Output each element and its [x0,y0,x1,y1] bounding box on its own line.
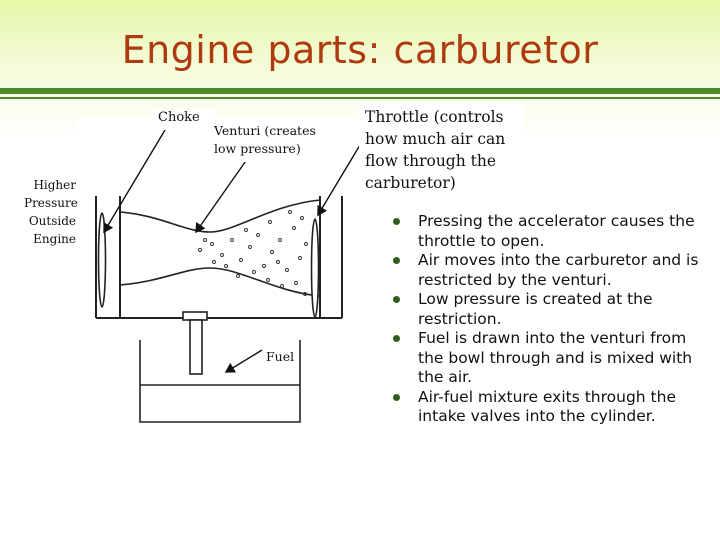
fuel-leader [224,349,263,373]
venturi-label: Venturi (creates low pressure) [210,118,328,162]
throttle-plate [310,218,320,318]
bullet-dot-icon [393,257,400,264]
choke-label: Choke [152,110,214,130]
bullet-text: Air-fuel mixture exits through the intak… [418,387,676,426]
bullet-dot-icon [393,296,400,303]
bullet-item: Pressing the accelerator causes the thro… [393,212,713,251]
bullet-text: Low pressure is created at the restricti… [418,290,653,328]
venturi-top-contour [119,199,321,233]
choke-plate [97,212,107,308]
fuel-spray [198,210,308,296]
bullet-text: Fuel is drawn into the venturi from the … [418,329,693,386]
nozzle-cap [182,311,208,321]
slide-title: Engine parts: carburetor [121,28,599,72]
fuel-body [141,386,299,421]
venturi-leader [195,154,251,234]
bullet-item: Low pressure is created at the restricti… [393,290,713,329]
title-rule-thin [0,97,720,99]
bullet-item: Air-fuel mixture exits through the intak… [393,388,713,427]
bullet-list: Pressing the accelerator causes the thro… [393,212,713,427]
higher-pressure-label: Higher Pressure Outside Engine [24,174,78,250]
choke-leader [103,129,166,234]
bullet-text: Pressing the accelerator causes the thro… [418,212,695,250]
bullet-item: Fuel is drawn into the venturi from the … [393,329,713,388]
fuel-nozzle [189,319,203,375]
throttle-label: Throttle (controls how much air can flow… [359,102,525,198]
bullet-dot-icon [393,393,400,401]
fuel-label: Fuel [266,349,295,364]
venturi-bottom-contour [119,267,321,297]
bullet-dot-icon [393,218,400,225]
bullet-item: Air moves into the carburetor and is res… [393,251,713,290]
fuel-bowl [139,340,301,423]
diagram-panel [76,118,376,426]
title-rule-thick [0,88,720,94]
bullet-text: Air moves into the carburetor and is res… [418,251,699,289]
bullet-dot-icon [393,335,400,342]
